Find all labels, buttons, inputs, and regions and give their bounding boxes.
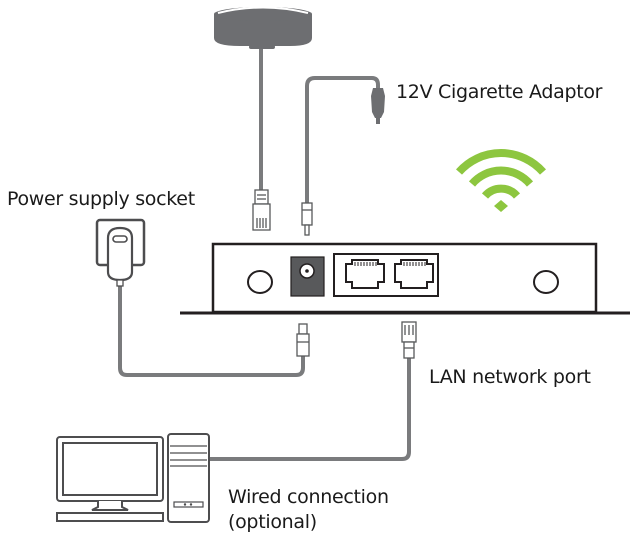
wired-optional-label: (optional) [228, 511, 317, 533]
pc-tower [167, 433, 210, 523]
dc-plug-bottom-icon [296, 323, 310, 357]
power-socket-label: Power supply socket [7, 188, 195, 210]
lan-cable [208, 358, 411, 461]
dc-power-jack [290, 256, 325, 297]
mounting-hole-right [533, 270, 559, 294]
keyboard [56, 512, 164, 522]
cigarette-adaptor-cable [305, 76, 380, 205]
lan-port-1 [345, 259, 385, 289]
wired-connection-label: Wired connection [228, 486, 389, 508]
cigarette-plug-icon [371, 88, 385, 124]
antenna-icon [214, 6, 312, 49]
wall-power-adapter-icon [95, 218, 146, 287]
rj45-plug-top-icon [252, 189, 271, 231]
lan-port-2 [394, 259, 434, 289]
desktop-computer-icon [56, 433, 210, 523]
cigarette-adaptor-label: 12V Cigarette Adaptor [396, 81, 603, 103]
dc-plug-top-icon [301, 202, 313, 236]
rj45-plug-lan-icon [401, 321, 417, 359]
lan-port-label: LAN network port [429, 366, 591, 388]
mounting-hole-left [247, 270, 273, 294]
power-supply-cable [118, 280, 305, 377]
router-device-icon [180, 242, 630, 315]
wifi-icon [456, 149, 546, 212]
